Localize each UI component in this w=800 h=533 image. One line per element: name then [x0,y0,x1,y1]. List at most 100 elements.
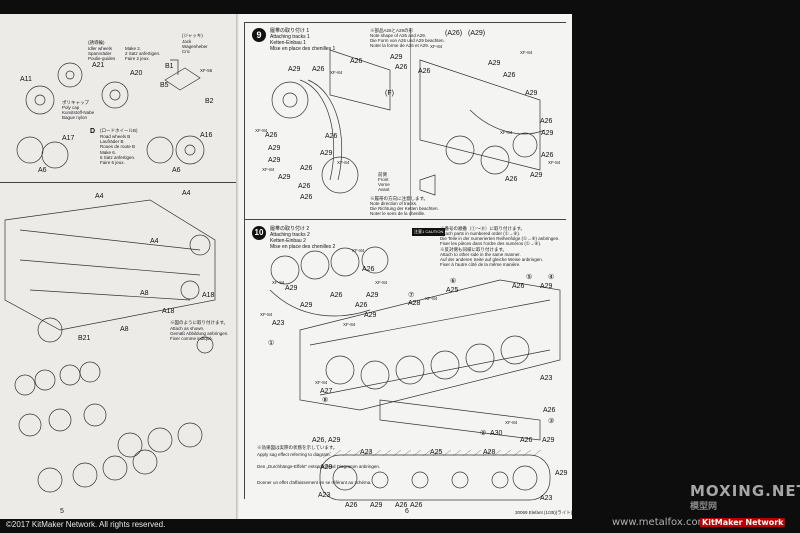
effect-de: Den „Durchhänge-Effekt" entsprechend Dia… [257,464,381,469]
kit-code: 30069 Elefant (1/35)(ライト) [515,510,573,515]
part-label: A23 [540,495,553,502]
jack-en: Jack [182,39,192,44]
idler-note-de: 2 Satz anfertigen. [125,51,161,56]
part-label: B21 [78,335,91,342]
part-label: A26 [362,266,375,273]
part-label: A29 [285,285,298,292]
part-label: A30 [490,430,503,437]
caution-line: Attach parts in numbered order (①→⑧). [440,231,521,236]
step9-note-de: Die Form von A26 und A29 beachten. [370,38,445,43]
part-label: A6 [38,167,47,174]
part-label: A17 [62,135,75,142]
idler-de: Spannräder [88,51,112,56]
part-label: A29 [390,54,403,61]
part-label: A26 [265,132,278,139]
polycap-fr: Bague nylon [62,115,88,120]
step9-inner-divider [410,28,411,216]
step10-number: 10 [252,226,266,240]
part-label: A26, A29 [312,437,341,444]
step10-title-jp: 履帯の取り付け 2 [270,226,310,232]
part-label: A26 [350,58,363,65]
part-label-a26-ref: (A26) [445,30,463,37]
paint-label: XF-84 [337,160,350,165]
road-b-jp: (ロードホイールB) [100,128,138,133]
part-label: A27 [320,388,333,395]
part-label: A26 [505,176,518,183]
caution-line: Auf der anderen Seite auf gleiche Weise … [440,257,543,262]
jack-de: Wagenheber [182,44,208,49]
part-label: A23 [540,375,553,382]
order-7: ⑦ [408,292,415,299]
left-instruction-page [0,14,236,519]
step9-note-jp: ※部品A26とA29の形 [370,28,414,33]
part-label: A29 [364,312,377,319]
paint-label: XF-84 [425,296,438,301]
paint-label: XF-84 [375,280,388,285]
watermark-site: MOXING.NET [690,482,800,500]
part-label: A18 [162,308,175,315]
part-label: A23 [318,492,331,499]
jack-part-b2: B2 [205,98,214,105]
part-label: A26 [355,302,368,309]
jack-part-b1: B1 [165,63,174,70]
paint-label: XF-84 [262,167,275,172]
right-instruction-page [236,14,572,519]
attach-en: Attach as shown. [170,326,205,331]
paint-label: XF-84 [548,160,561,165]
part-label: A29 [525,90,538,97]
paint-label: XF-84 [343,322,356,327]
direction-jp: ※履帯の方向に注意します。 [370,196,429,201]
page-spine [236,14,239,519]
paint-label: XF-84 [272,280,285,285]
road-b-note-fr: Faire 6 jeux. [100,160,125,165]
left-page-divider [0,182,236,183]
road-b-note-en: Make 6. [100,150,117,155]
part-label: A29 [488,60,501,67]
part-label: A26 [345,502,358,509]
caution-line: Fixer à l'autre côté de la même manière. [440,262,521,267]
part-label: A23 [272,320,285,327]
step10-title-fr: Mise en place des chenilles 2 [270,244,336,250]
paint-label: XF-84 [260,312,273,317]
part-label: A26 [418,68,431,75]
paint-label: XF-84 [500,130,513,135]
part-label: A29 [320,464,333,471]
part-label: A26 [541,152,554,159]
front-de: Vorne [378,182,390,187]
part-label: A29 [268,157,281,164]
caution-badge: 注意1 CAUTION [412,228,446,236]
order-2: ② [480,430,487,437]
part-label: A26 [543,407,556,414]
caution-line: ※番号の順番（①〜⑧）に取り付けます。 [440,226,526,231]
step9-step10-divider [244,219,566,220]
step9-title-jp: 履帯の取り付け 1 [270,28,310,34]
part-label: A26 [520,437,533,444]
part-label: A26 [300,165,313,172]
part-label: A23 [360,449,373,456]
polycap-en: Poly cap [62,105,80,110]
attach-jp: ※図のように取り付けます。 [170,320,229,325]
polycap-jp: ポリキャップ [62,100,89,105]
part-label: A29 [541,130,554,137]
caution-line: Attach to other side in the same manner. [440,252,521,257]
paint-label: XF-84 [430,44,443,49]
part-label: A28 [483,449,496,456]
part-label: A26 [330,292,343,299]
step9-number: 9 [252,28,266,42]
step10-title-de: Ketten-Einbau 2 [270,238,306,244]
paint-label: XF-84 [330,70,343,75]
watermark-url: www.metalfox.com [612,517,708,528]
order-1: ① [268,340,275,347]
road-b-letter: D [90,128,96,135]
front-en: Front [378,177,389,182]
part-label: A21 [92,62,105,69]
jack-part-b5: B5 [160,82,169,89]
paint-label: XF-84 [352,248,365,253]
part-label: A29 [540,283,553,290]
idler-fr: Poulie-guides [88,56,116,61]
step9-title-fr: Mise en place des chenilles 1 [270,46,336,52]
part-label: A29 [542,437,555,444]
step10-title-en: Attaching tracks 2 [270,232,310,238]
caution-line: ※反対側も同様に取り付けます。 [440,247,508,252]
